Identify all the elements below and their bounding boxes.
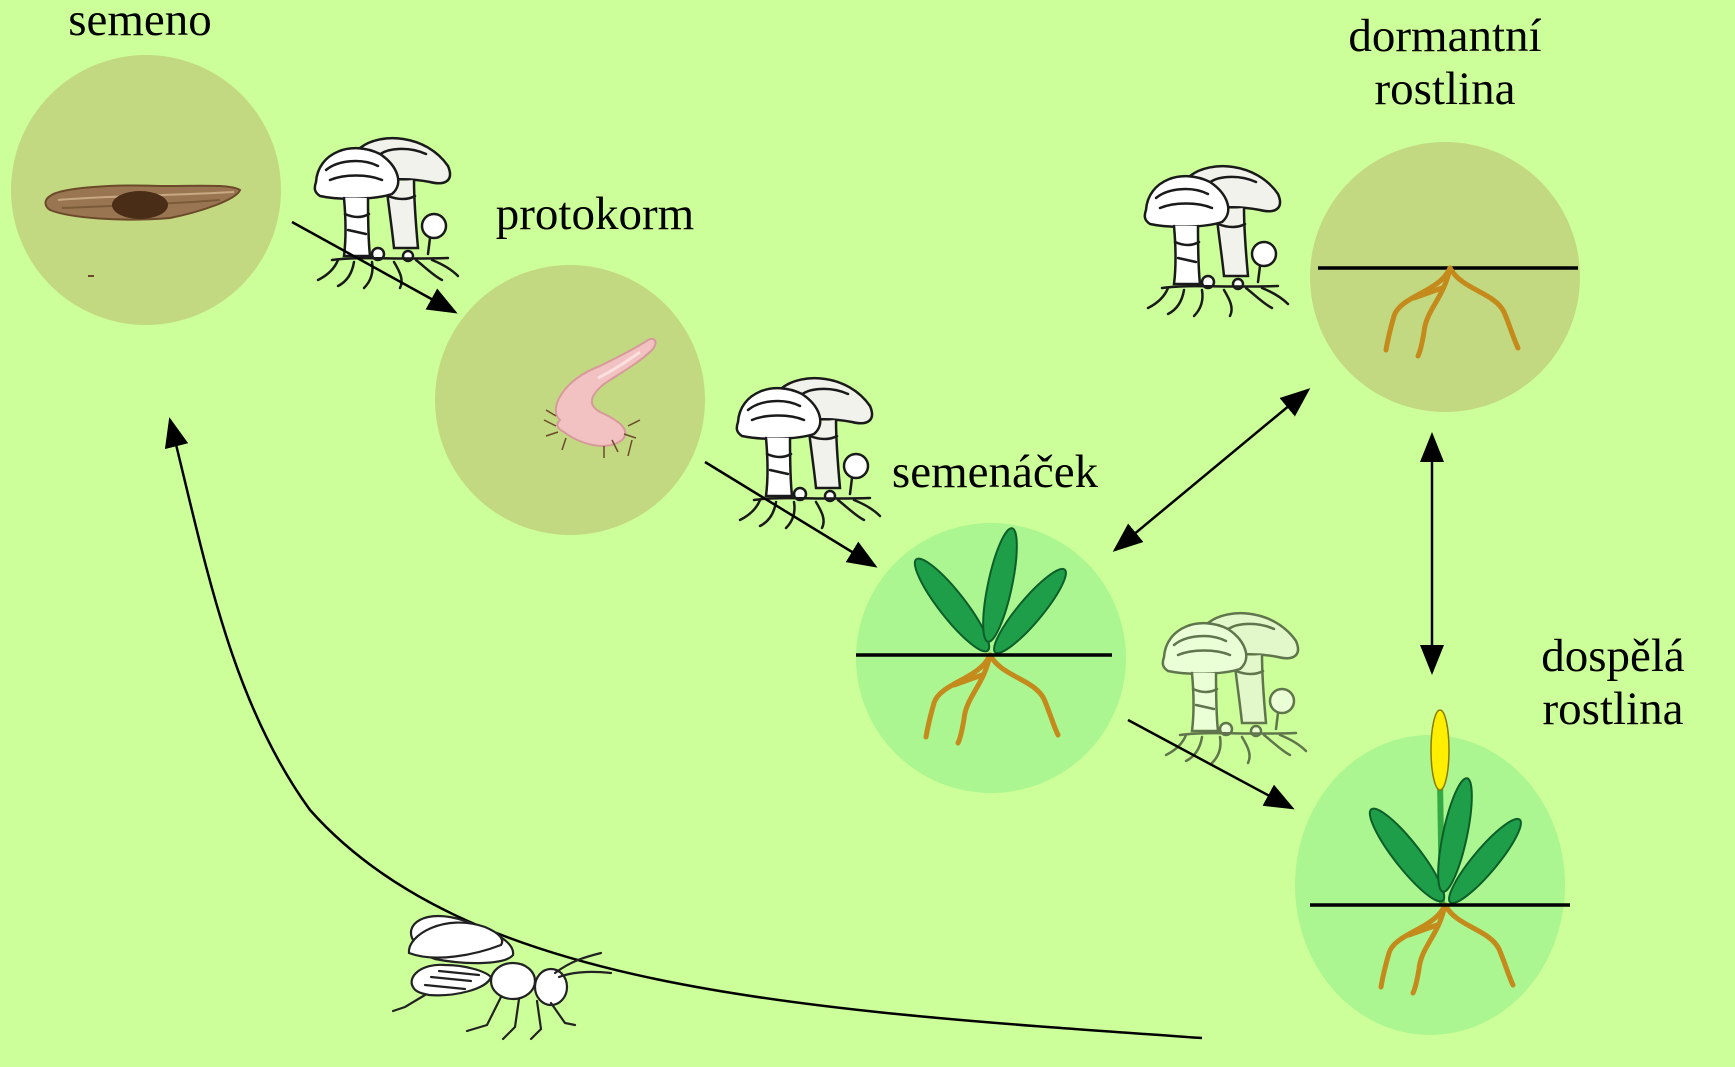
- arrow-seedling-dormant: [1115, 390, 1308, 550]
- label-adult-plant: dospělá rostlina: [1498, 630, 1728, 735]
- label-seedling: semenáček: [860, 446, 1130, 499]
- fungus-icon: [737, 378, 880, 528]
- label-dormant-line1: dormantní: [1300, 10, 1590, 63]
- label-seed: semeno: [30, 0, 250, 47]
- label-dormant-plant: dormantní rostlina: [1300, 10, 1590, 115]
- flower-spike: [1431, 710, 1449, 790]
- label-protocorm: protokorm: [470, 188, 720, 241]
- label-dormant-line2: rostlina: [1300, 63, 1590, 116]
- fungus-icon: [315, 138, 458, 288]
- fungus-icon: [1145, 166, 1288, 316]
- label-adult-line2: rostlina: [1498, 683, 1728, 736]
- fungus-icon: [1163, 613, 1306, 763]
- label-adult-line1: dospělá: [1498, 630, 1728, 683]
